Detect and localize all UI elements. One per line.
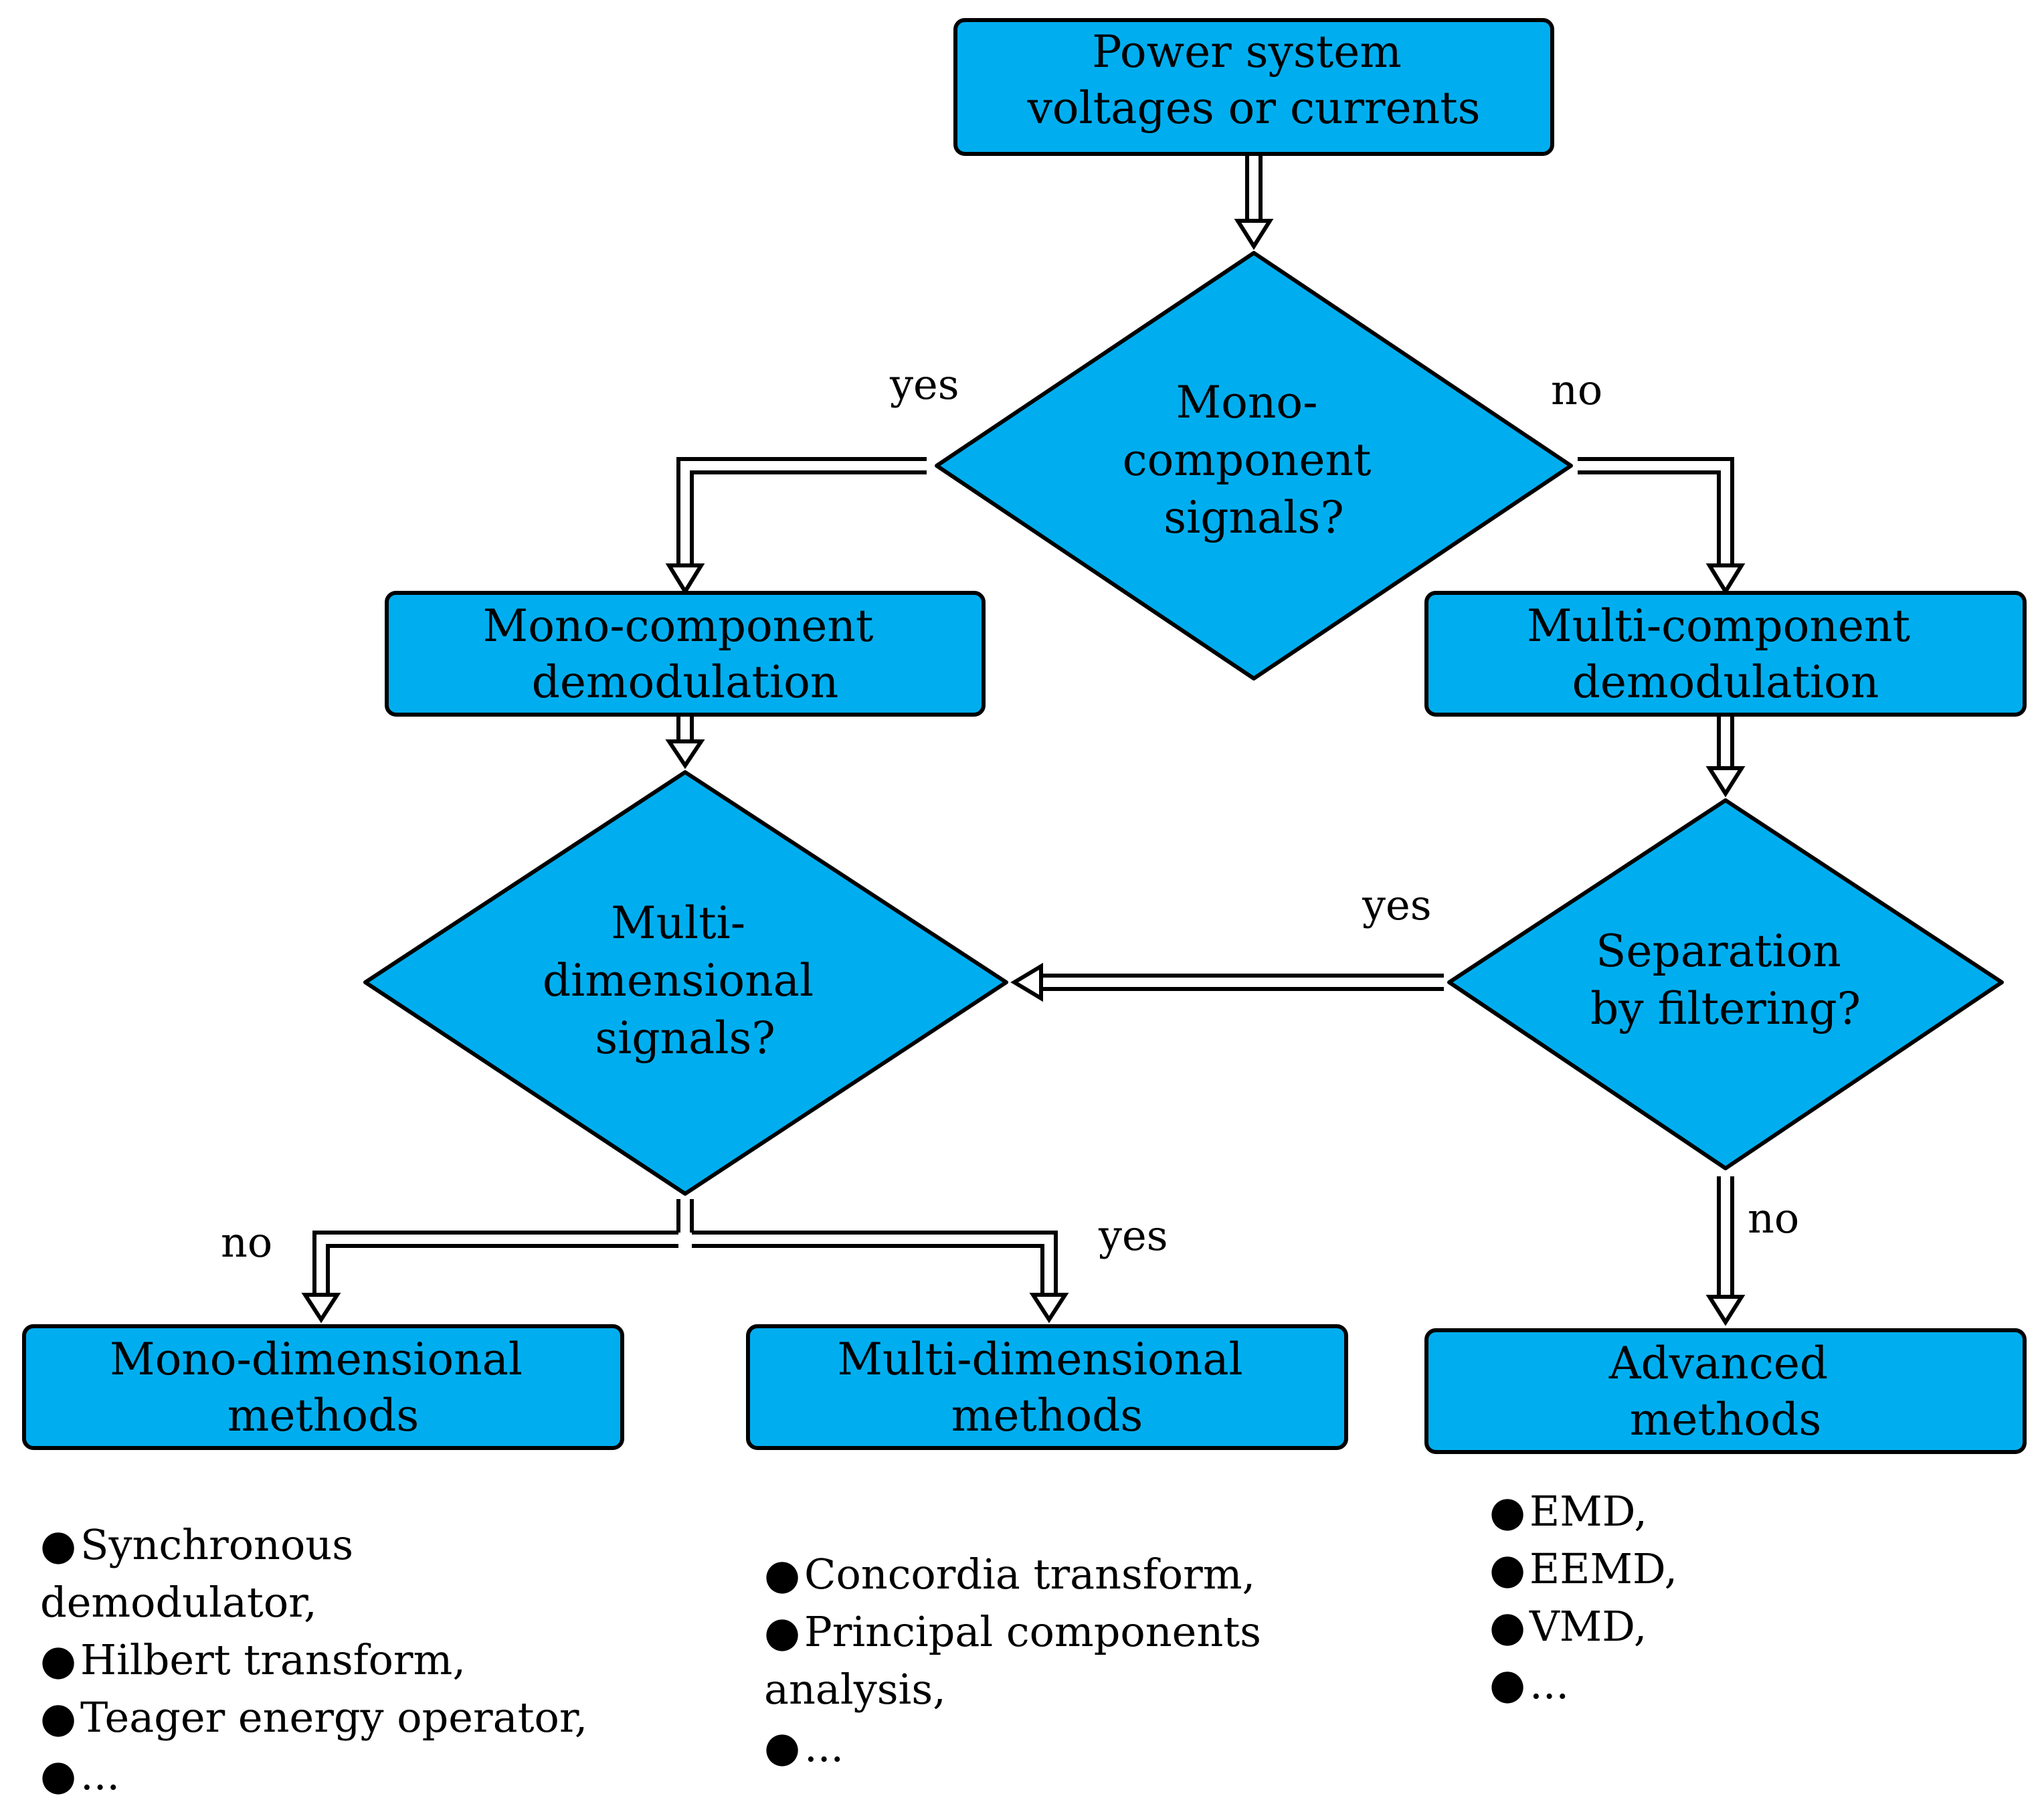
node-start [953, 18, 1554, 156]
list-item: ●Synchronous demodulator, [40, 1520, 354, 1627]
node-mono-dim-methods [22, 1324, 624, 1450]
edge-label-no-right: no [1551, 365, 1602, 414]
node-decision-multidim [363, 770, 1008, 1196]
node-multi-dim-methods [746, 1324, 1348, 1450]
list-item: ●... [40, 1750, 120, 1799]
node-advanced-methods-label: Advanced methods [1608, 1338, 1842, 1445]
edge-label-yes-left: yes [889, 360, 959, 409]
list-item: ●EEMD, [1489, 1544, 1678, 1593]
node-mono-demod-label: Mono-component demodulation [483, 600, 888, 708]
node-decision-mono [935, 251, 1573, 681]
node-mono-dim-methods-label: Mono-dimensional methods [110, 1334, 537, 1441]
arrow-multidim-split [301, 1199, 1069, 1324]
arrow-filter-yes-to-multidim [1010, 962, 1444, 1002]
node-multi-demod-label: Multi-component demodulation [1527, 600, 1924, 708]
list-item: ●VMD, [1489, 1602, 1647, 1651]
node-advanced-methods [1424, 1328, 2027, 1454]
list-item: ●... [1489, 1659, 1570, 1708]
arrow-yes-to-mono-demod [665, 457, 927, 596]
list-item: ●Principal components analysis, [764, 1607, 1261, 1714]
arrow-start-to-decision [1234, 155, 1274, 250]
node-decision-multidim-label: Multi- dimensional signals? [543, 897, 828, 1064]
list-advanced-methods: ●EMD, ●EEMD, ●VMD, ●... [1489, 1483, 2011, 1713]
edge-label-no-bottom-left: no [221, 1218, 272, 1267]
node-decision-filter [1447, 798, 2004, 1170]
arrow-mono-demod-to-decision [665, 716, 705, 770]
list-mono-dim-methods: ●Synchronous demodulator, ●Hilbert trans… [40, 1516, 622, 1804]
node-mono-demod [385, 591, 986, 717]
list-item: ●... [764, 1722, 844, 1771]
list-item: ●Concordia transform, [764, 1550, 1256, 1599]
node-decision-filter-label: Separation by filtering? [1590, 925, 1861, 1034]
arrow-no-to-multi-demod [1578, 457, 1746, 596]
node-multi-dim-methods-label: Multi-dimensional methods [837, 1334, 1257, 1441]
edge-label-yes-filter: yes [1362, 881, 1432, 929]
edge-label-no-filter: no [1748, 1194, 1799, 1243]
node-decision-mono-label: Mono- component signals? [1123, 377, 1386, 543]
arrow-multi-demod-to-decision [1705, 716, 1746, 798]
list-item: ●Hilbert transform, [40, 1635, 466, 1684]
list-multi-dim-methods: ●Concordia transform, ●Principal compone… [764, 1546, 1353, 1776]
edge-label-yes-bottom-mid: yes [1098, 1211, 1168, 1260]
list-item: ●Teager energy operator, [40, 1693, 588, 1742]
node-multi-demod [1424, 591, 2027, 717]
node-start-label: Power system voltages or currents [1027, 26, 1481, 134]
arrow-filter-no-to-advanced [1705, 1176, 1746, 1326]
list-item: ●EMD, [1489, 1487, 1647, 1536]
